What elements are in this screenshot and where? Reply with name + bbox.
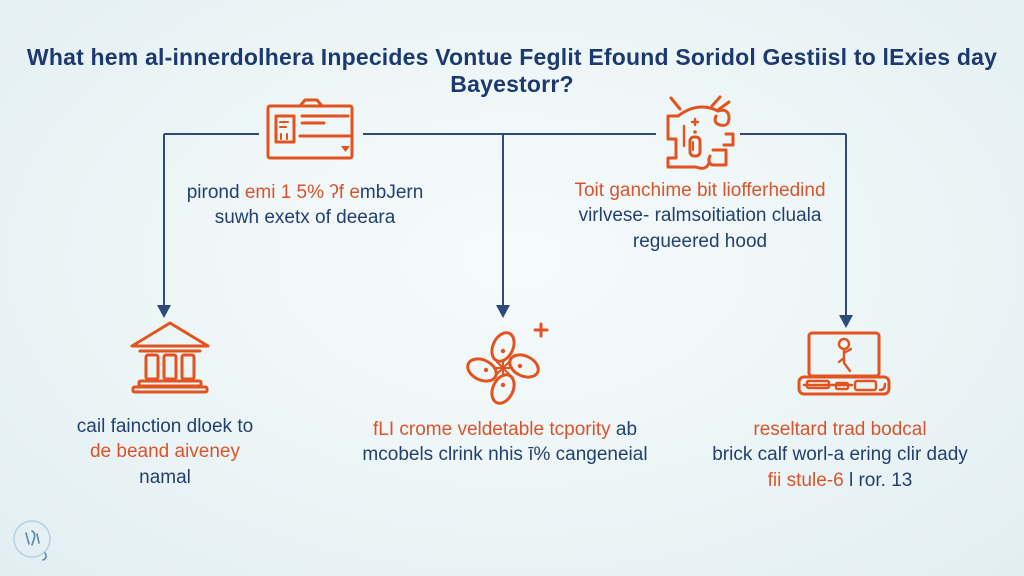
caption-line: virlvese- ralmsoitiation cluala [535,203,865,228]
caption-text: mbJern [359,182,424,203]
caption-text: suwh exetx of deeara [214,207,396,229]
bug-icon [658,94,738,175]
caption-line: fii stule-6 l ror. 13 [685,468,995,493]
caption-line: suwh exetx of deeara [140,205,470,230]
arrowhead-down-icon [157,305,171,318]
caption-text: pirond [186,182,245,203]
arrowhead-down-icon [496,305,510,318]
caption-line: pirond emi 1 5% ʔf embJern [140,180,470,205]
caption-laptop: reseltard trad bodcal brick calf worl-a … [685,417,995,493]
infographic-title: What hem al-innerdolhera Inpecides Vontu… [26,44,998,97]
caption-line: Toit ganchime bit liofferhedind [535,178,865,203]
caption-line: regueered hood [535,229,865,254]
caption-bank: cail fainction dloek to de beand aiveney… [30,414,300,490]
caption-text: virlvese- ralmsoitiation cluala [578,205,822,227]
scribble-logo-icon [12,519,54,563]
caption-line: namal [30,465,300,490]
caption-text: l ror. 13 [848,469,913,491]
flower-nodes-icon [457,320,553,417]
caption-line: cail fainction dloek to [30,414,300,439]
caption-text: reseltard trad bodcal [753,419,927,440]
caption-line: mcobels clrink nhis ī% cangeneial [340,442,670,467]
laptop-icon [794,330,894,405]
id-card-icon [262,96,358,167]
caption-text: regueered hood [632,230,768,252]
caption-text: de beand aiveney [89,441,240,463]
caption-id-card: pirond emi 1 5% ʔf embJern suwh exetx of… [140,180,470,231]
caption-text: emi 1 5% ʔf e [244,182,360,203]
caption-text: brick calf worl-a ering clir dady [712,444,968,466]
caption-text: Toit ganchime bit liofferhedind [574,180,826,201]
caption-text: fii stule-6 [767,469,849,491]
caption-line: reseltard trad bodcal [685,417,995,442]
caption-text: mcobels clrink nhis ī% cangeneial [362,444,648,466]
caption-text: ab [615,419,638,440]
arrowhead-down-icon [839,315,853,328]
caption-text: cail fainction dloek to [76,416,254,437]
caption-text: namal [139,466,191,488]
caption-line: de beand aiveney [30,439,300,464]
caption-bug: Toit ganchime bit liofferhedind virlvese… [535,178,865,254]
caption-line: brick calf worl-a ering clir dady [685,442,995,467]
caption-flower: fLI crome veldetable tcpority ab mcobels… [340,417,670,468]
caption-line: fLI crome veldetable tcpority ab [340,417,670,442]
caption-text: fLI crome veldetable tcpority [372,419,616,440]
bank-icon [122,318,218,399]
